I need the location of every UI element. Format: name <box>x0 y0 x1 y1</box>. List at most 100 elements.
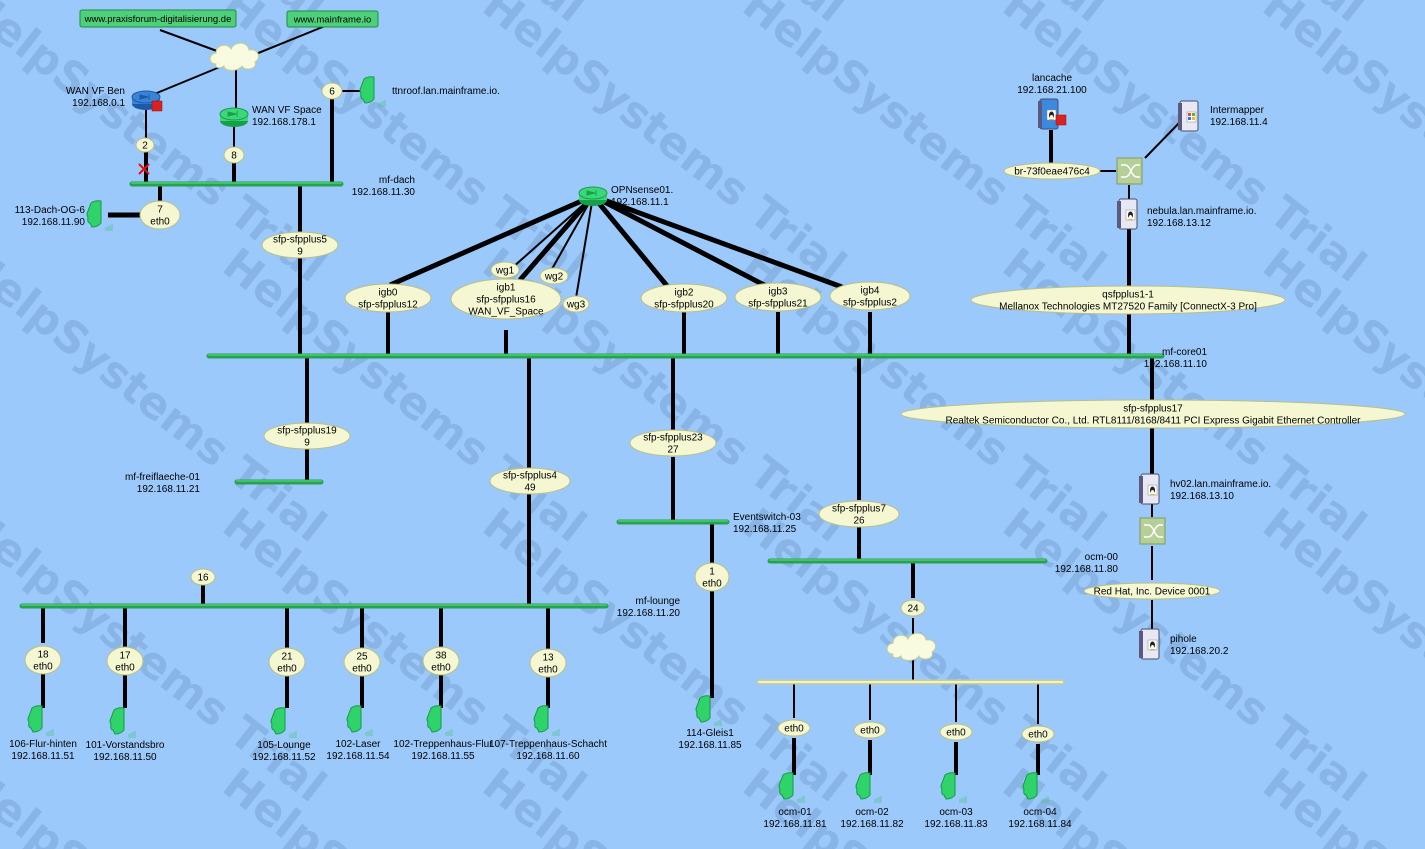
link[interactable] <box>551 195 594 270</box>
interface-label: 27 <box>667 445 679 456</box>
interface-label: sfp-sfpplus7 <box>832 504 886 515</box>
bus-mf-lounge[interactable] <box>19 603 609 609</box>
interface-label: sfp-sfpplus17 <box>1123 404 1183 415</box>
interface-label: eth0 <box>33 662 53 673</box>
interface-oval-wg3[interactable]: wg3 <box>562 295 590 313</box>
bus-ocm-00[interactable] <box>767 558 1048 564</box>
bus-mf-dach[interactable] <box>129 181 344 187</box>
link[interactable] <box>591 194 670 289</box>
interface-label: 1 <box>709 567 715 578</box>
device-ttnroof[interactable]: ttnroof.lan.mainframe.io. <box>359 76 500 107</box>
interface-label: sfp-sfpplus20 <box>654 300 714 311</box>
interface-label: igb2 <box>675 288 694 299</box>
link[interactable] <box>591 193 770 290</box>
interface-oval-wg2[interactable]: wg2 <box>539 267 569 285</box>
interface-oval-ocm01[interactable]: eth0 <box>777 719 811 737</box>
link[interactable] <box>1144 121 1181 159</box>
interface-oval-2[interactable]: 2 <box>135 137 155 153</box>
link[interactable] <box>518 194 595 282</box>
device-opnsense[interactable]: OPNsense01.192.168.11.1 <box>578 185 673 208</box>
interface-oval-redhat[interactable]: Red Hat, Inc. Device 0001 <box>1083 582 1221 600</box>
bridge-switch-icon[interactable] <box>1139 517 1166 545</box>
interface-oval-ocm04[interactable]: eth0 <box>1021 725 1055 743</box>
interface-oval-6[interactable]: 6 <box>321 82 343 100</box>
interface-oval-16[interactable]: 16 <box>190 568 216 586</box>
interface-oval-wg1[interactable]: wg1 <box>490 261 520 279</box>
wireless-ap-icon <box>109 707 136 738</box>
bus-mf-core01[interactable] <box>206 353 1165 359</box>
interface-oval-8[interactable]: 8 <box>223 146 245 164</box>
wireless-ap-icon <box>270 707 297 738</box>
bus-eventswitch[interactable] <box>616 519 730 525</box>
device-nebula[interactable]: nebula.lan.mainframe.io.192.168.13.12 <box>1117 198 1257 230</box>
interface-oval-br[interactable]: br-73f0eae476c4 <box>1003 162 1101 180</box>
link[interactable] <box>245 23 331 59</box>
interface-oval-ocm02[interactable]: eth0 <box>853 721 887 739</box>
device-label: OPNsense01.192.168.11.1 <box>611 185 673 208</box>
interface-label: 24 <box>907 604 919 615</box>
bus-mf-freiflaeche[interactable] <box>234 479 324 485</box>
interface-label: eth0 <box>784 724 804 735</box>
interface-oval-ocm03[interactable]: eth0 <box>939 723 973 741</box>
link[interactable] <box>575 195 594 299</box>
interface-label: 26 <box>853 516 865 527</box>
external-url-url1[interactable]: www.praxisforum-digitalisierung.de <box>79 9 237 28</box>
interface-label: qsfpplus1-1 <box>1102 290 1154 301</box>
link[interactable] <box>388 193 595 288</box>
interface-oval-24[interactable]: 24 <box>900 599 926 617</box>
internet-cloud-icon[interactable] <box>209 42 260 71</box>
link[interactable] <box>592 193 843 290</box>
bridge-switch-icon[interactable] <box>1116 157 1143 185</box>
interface-label: 38 <box>435 651 447 662</box>
external-url-label: www.mainframe.io <box>293 15 372 26</box>
device-hv02[interactable]: hv02.lan.mainframe.io.192.168.13.10 <box>1139 473 1271 505</box>
interface-label: 16 <box>197 573 209 584</box>
ocm-cloud-icon[interactable] <box>886 632 937 661</box>
interface-label: eth0 <box>150 217 170 228</box>
wireless-ap-icon <box>359 76 386 107</box>
external-url-url2[interactable]: www.mainframe.io <box>286 10 379 28</box>
interface-label: igb3 <box>769 287 788 298</box>
